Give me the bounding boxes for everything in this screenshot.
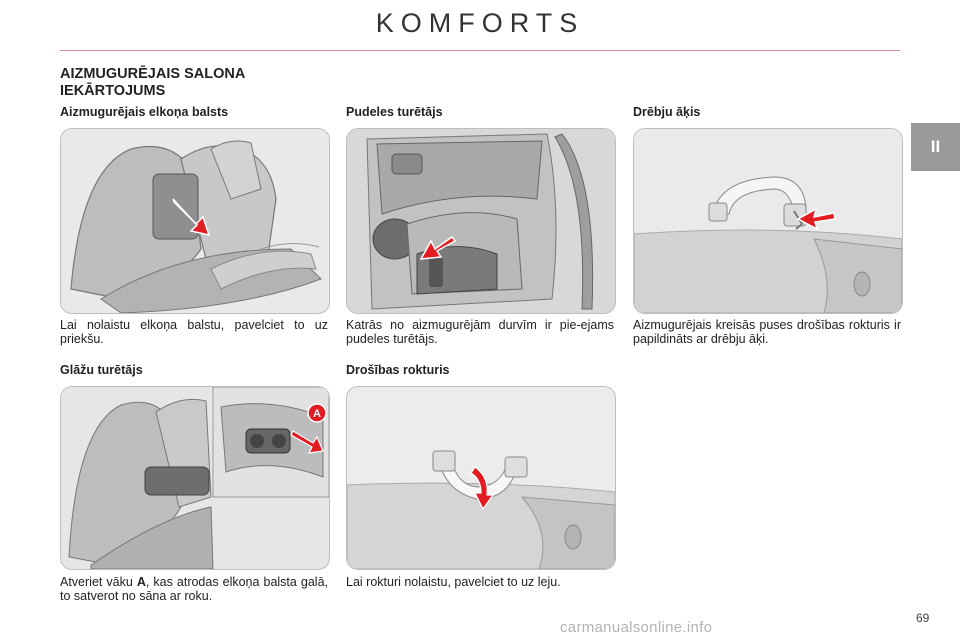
figure-grab-handle: [346, 386, 616, 570]
heading-grab-handle: Drošības rokturis: [346, 363, 450, 377]
section-heading-line-2: IEKĀRTOJUMS: [60, 83, 166, 99]
chapter-tab[interactable]: II: [911, 123, 960, 171]
page-number: 69: [916, 611, 930, 625]
marker-a-icon: A: [307, 403, 327, 423]
marker-a-label: A: [313, 408, 321, 420]
caption-cup-holder-marker: A: [136, 575, 146, 589]
insert-arrow-icon: [419, 235, 457, 260]
section-heading-line-1: AIZMUGURĒJAIS SALONA: [60, 66, 246, 82]
heading-bottle-holder: Pudeles turētājs: [346, 105, 443, 119]
watermark: carmanualsonline.info: [560, 619, 713, 636]
caption-armrest: Lai nolaistu elkoņa balstu, pavelciet to…: [60, 318, 328, 346]
figure-cup-holder: A: [60, 386, 330, 570]
figure-rear-armrest: [60, 128, 330, 314]
figure-bottle-holder: [346, 128, 616, 314]
caption-bottle-holder: Katrās no aizmugurējām durvīm ir pie-eja…: [346, 318, 614, 346]
figure-coat-hook: [633, 128, 903, 314]
caption-cup-holder-start: Atveriet vāku: [60, 575, 137, 589]
hook-arrow-icon: [796, 207, 836, 231]
section-heading: AIZMUGURĒJAIS SALONA IEKĀRTOJUMS: [60, 66, 320, 100]
title-divider: [60, 50, 900, 51]
heading-armrest: Aizmugurējais elkoņa balsts: [60, 105, 229, 119]
caption-cup-holder-end: , kas atrodas elkoņa balsta galā, to sat…: [60, 575, 328, 603]
caption-coat-hook: Aizmugurējais kreisās puses drošības rok…: [633, 318, 901, 346]
caption-cup-holder: Atveriet vāku A, kas atrodas elkoņa bals…: [60, 575, 328, 603]
caption-grab-handle: Lai rokturi nolaistu, pavelciet to uz le…: [346, 575, 561, 589]
heading-coat-hook: Drēbju āķis: [633, 105, 701, 119]
open-arrow-icon: [290, 430, 324, 454]
pull-arrow-icon: [172, 198, 211, 237]
heading-cup-holder: Glāžu turētājs: [60, 363, 143, 377]
page-title: KOMFORTS: [375, 8, 585, 38]
pull-down-arrow-icon: [470, 466, 495, 511]
